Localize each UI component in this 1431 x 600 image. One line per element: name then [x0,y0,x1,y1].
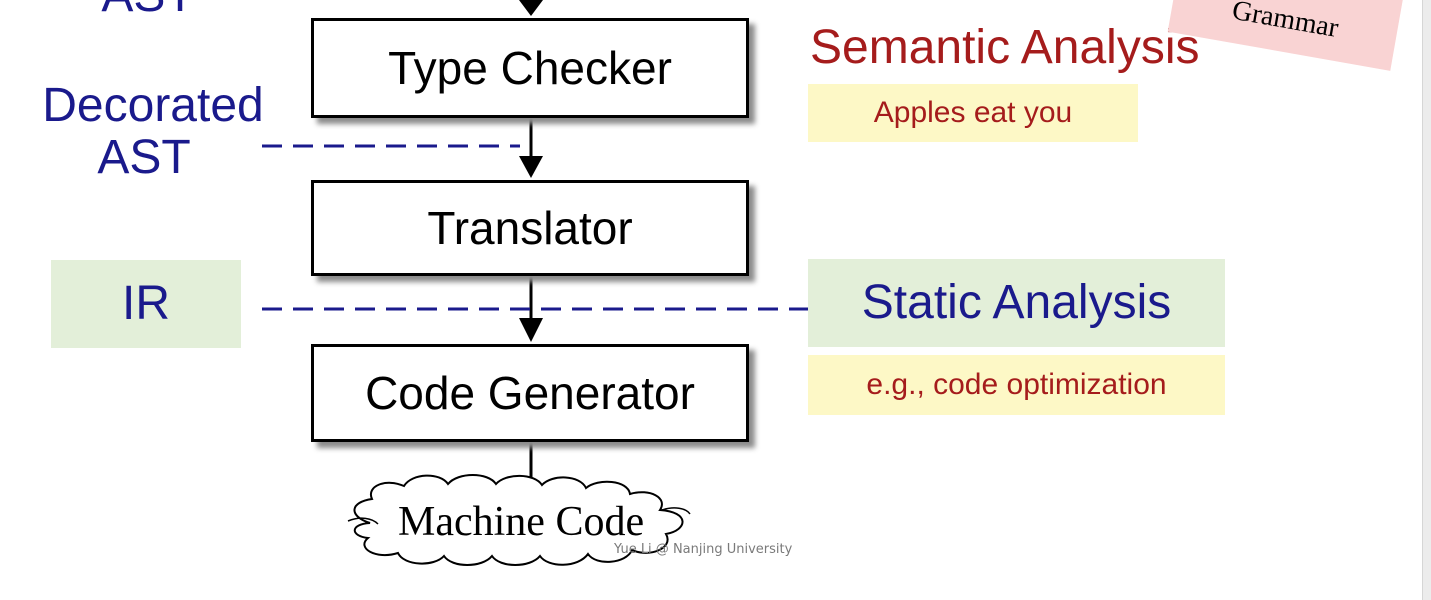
footer-credit: Yue Li @ Nanjing University [614,542,793,557]
static-example: e.g., code optimization [866,368,1167,401]
decorated-ast-label: Decorated AST [18,80,288,184]
static-analysis-box: Static Analysis [808,259,1225,347]
code-generator-box: Code Generator [311,344,749,442]
static-analysis-title: Static Analysis [861,276,1172,329]
vertical-scrollbar[interactable] [1422,0,1431,600]
arrow-into-type-checker [519,0,543,16]
decorated-ast-line1: Decorated [42,79,264,132]
ir-label: IR [122,277,170,330]
machine-code-cloud [353,474,684,566]
ir-label-box: IR [51,260,241,348]
type-checker-box: Type Checker [311,18,749,118]
decorated-ast-line2: AST [97,131,191,184]
ast-top-label: AST [88,0,208,22]
translator-box: Translator [311,180,749,276]
machine-code-label: Machine Code [398,499,645,545]
semantic-example: Apples eat you [873,96,1073,129]
arrow-translator-to-code-generator [519,276,543,342]
grammar-note-text: Grammar [1229,0,1341,44]
semantic-analysis-title: Semantic Analysis [810,21,1200,74]
static-example-box: e.g., code optimization [808,355,1225,415]
arrow-type-checker-to-translator [519,118,543,178]
semantic-example-box: Apples eat you [808,84,1138,142]
